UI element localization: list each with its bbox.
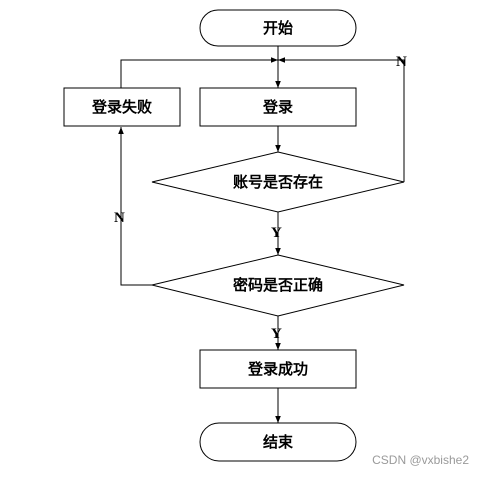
account-no-label: N [396, 54, 407, 70]
login-success-label: 登录成功 [247, 360, 308, 378]
login-label: 登录 [262, 98, 293, 116]
arrow-account-no-loop [278, 57, 405, 182]
arrow-failed-to-login [120, 57, 278, 88]
login-failed-box [63, 87, 181, 127]
arrow-password-no [118, 127, 152, 286]
login-failed-label: 登录失败 [91, 98, 152, 116]
password-yes-label: Y [271, 326, 282, 342]
end-terminal [199, 422, 357, 462]
login-success-box [199, 349, 357, 389]
login-box [199, 87, 357, 127]
end-label: 结束 [263, 433, 294, 451]
password-check-label: 密码是否正确 [233, 276, 323, 294]
account-yes-label: Y [271, 225, 282, 241]
start-label: 开始 [263, 19, 293, 37]
watermark: CSDN @vxbishe2 [372, 453, 469, 467]
account-check-label: 账号是否存在 [233, 173, 323, 191]
password-no-label: N [114, 210, 125, 226]
